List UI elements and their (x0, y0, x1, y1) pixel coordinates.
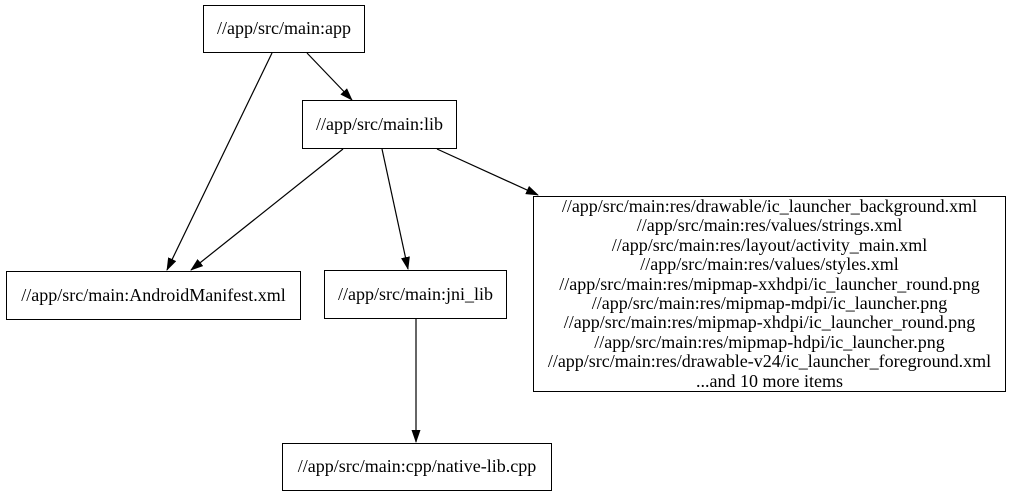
node-resources: //app/src/main:res/drawable/ic_launcher_… (533, 196, 1006, 392)
edge-lib-to-resources (436, 148, 539, 196)
node-jni-lib-label: //app/src/main:jni_lib (338, 283, 493, 304)
edge-app-to-lib (306, 52, 353, 101)
resource-line: //app/src/main:res/layout/activity_main.… (611, 234, 928, 255)
node-native-lib-label: //app/src/main:cpp/native-lib.cpp (297, 456, 537, 477)
resource-line: //app/src/main:res/mipmap-hdpi/ic_launch… (594, 331, 945, 352)
resource-line: //app/src/main:res/values/strings.xml (636, 215, 903, 236)
resource-line: //app/src/main:res/drawable/ic_launcher_… (561, 195, 978, 216)
node-lib: //app/src/main:lib (302, 100, 457, 149)
resource-line: //app/src/main:res/mipmap-xhdpi/ic_launc… (563, 312, 976, 333)
edge-lib-to-jni-lib (381, 148, 410, 270)
node-android-manifest: //app/src/main:AndroidManifest.xml (6, 271, 301, 320)
node-app: //app/src/main:app (203, 5, 365, 53)
node-app-label: //app/src/main:app (217, 18, 351, 39)
resource-line: //app/src/main:res/mipmap-xxhdpi/ic_laun… (559, 273, 980, 294)
resource-line-more: ...and 10 more items (696, 370, 843, 391)
node-android-manifest-label: //app/src/main:AndroidManifest.xml (21, 284, 286, 305)
node-native-lib: //app/src/main:cpp/native-lib.cpp (282, 443, 552, 491)
edge-app-to-manifest (166, 52, 273, 271)
node-lib-label: //app/src/main:lib (316, 113, 443, 134)
node-jni-lib: //app/src/main:jni_lib (324, 270, 507, 319)
resource-line: //app/src/main:res/mipmap-mdpi/ic_launch… (591, 293, 948, 313)
resource-line: //app/src/main:res/drawable-v24/ic_launc… (547, 351, 992, 372)
resource-line: //app/src/main:res/values/styles.xml (640, 254, 899, 275)
edge-lib-to-manifest (190, 148, 344, 271)
